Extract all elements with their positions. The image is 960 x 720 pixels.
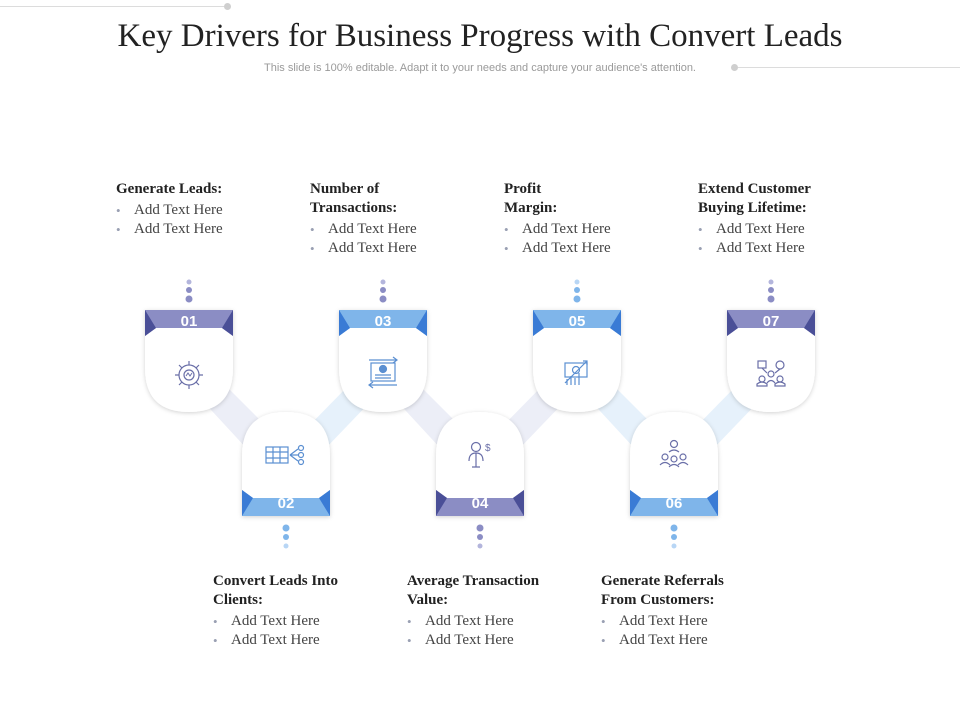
list-item: Add Text Here (601, 631, 761, 650)
step-banner-04 (436, 490, 524, 516)
step-bullets-05: Add Text Here Add Text Here (504, 220, 644, 258)
team-referral-icon (659, 439, 689, 468)
step-bullets-03: Add Text Here Add Text Here (310, 220, 440, 258)
dot-connector-01 (185, 279, 193, 303)
gear-icon (175, 361, 203, 389)
step-heading-01: Generate Leads: (116, 181, 223, 197)
dot-connector-02 (282, 524, 290, 549)
list-item: Add Text Here (116, 220, 226, 239)
step-banner-05 (533, 310, 621, 336)
customer-group-icon (756, 360, 786, 387)
step-bullets-06: Add Text Here Add Text Here (601, 612, 761, 650)
step-card-02 (242, 412, 330, 516)
person-dollar-icon: $ (468, 441, 491, 468)
list-item: Add Text Here (698, 220, 848, 239)
dot-connector-07 (767, 279, 775, 303)
list-item: Add Text Here (213, 631, 343, 650)
svg-text:$: $ (485, 443, 491, 454)
step-text-02: Convert Leads Into Clients: Add Text Her… (213, 572, 343, 650)
list-item: Add Text Here (310, 220, 440, 239)
step-text-03: Number of Transactions: Add Text Here Ad… (310, 180, 440, 258)
page-subtitle: This slide is 100% editable. Adapt it to… (264, 62, 696, 74)
step-banner-06 (630, 490, 718, 516)
step-card-05 (533, 310, 621, 412)
step-banner-01 (145, 310, 233, 336)
dot-connector-04 (476, 524, 484, 549)
step-heading-04: Average Transaction Value: (407, 573, 540, 608)
step-heading-02: Convert Leads Into Clients: (213, 573, 339, 608)
step-bullets-04: Add Text Here Add Text Here (407, 612, 557, 650)
step-text-07: Extend Customer Buying Lifetime: Add Tex… (698, 180, 848, 258)
dot-connector-06 (670, 524, 678, 549)
list-item: Add Text Here (407, 612, 557, 631)
page-title: Key Drivers for Business Progress with C… (117, 18, 843, 54)
header-decor-dot-right (731, 64, 738, 71)
step-heading-07: Extend Customer Buying Lifetime: (698, 181, 811, 216)
step-banner-07 (727, 310, 815, 336)
header-decor-line-right (738, 67, 960, 68)
step-card-04 (436, 412, 524, 516)
step-number-05: 05 (568, 313, 586, 330)
step-text-05: Profit Margin: Add Text Here Add Text He… (504, 180, 611, 258)
list-item: Add Text Here (116, 201, 226, 220)
transaction-document-icon (368, 356, 398, 389)
step-banner-02 (242, 490, 330, 516)
step-card-03 (339, 310, 427, 412)
profit-chart-icon (564, 360, 588, 385)
list-item: Add Text Here (601, 612, 761, 631)
header-decor-line-top (0, 6, 226, 7)
step-bullets-01: Add Text Here Add Text Here (116, 201, 226, 239)
step-card-07 (727, 310, 815, 412)
list-item: Add Text Here (407, 631, 557, 650)
step-number-03: 03 (374, 313, 392, 330)
step-heading-05: Profit Margin: (504, 181, 558, 216)
list-item: Add Text Here (213, 612, 343, 631)
step-number-06: 06 (665, 495, 683, 512)
step-number-02: 02 (277, 495, 295, 512)
step-text-01: Generate Leads: Add Text Here Add Text H… (116, 180, 226, 239)
step-heading-06: Generate Referrals From Customers: (601, 573, 724, 608)
step-text-06: Generate Referrals From Customers: Add T… (601, 572, 761, 650)
list-item: Add Text Here (504, 239, 644, 258)
dot-connector-05 (573, 279, 581, 303)
list-item: Add Text Here (698, 239, 848, 258)
calendar-network-icon (265, 444, 305, 466)
step-bullets-07: Add Text Here Add Text Here (698, 220, 848, 258)
step-number-07: 07 (762, 313, 780, 330)
step-heading-03: Number of Transactions: (310, 181, 398, 216)
step-text-04: Average Transaction Value: Add Text Here… (407, 572, 557, 650)
step-bullets-02: Add Text Here Add Text Here (213, 612, 343, 650)
list-item: Add Text Here (504, 220, 644, 239)
step-banner-03 (339, 310, 427, 336)
header-decor-dot-top (224, 3, 231, 10)
dot-connector-03 (379, 279, 387, 303)
list-item: Add Text Here (310, 239, 440, 258)
step-number-04: 04 (471, 495, 489, 512)
step-number-01: 01 (180, 313, 198, 330)
